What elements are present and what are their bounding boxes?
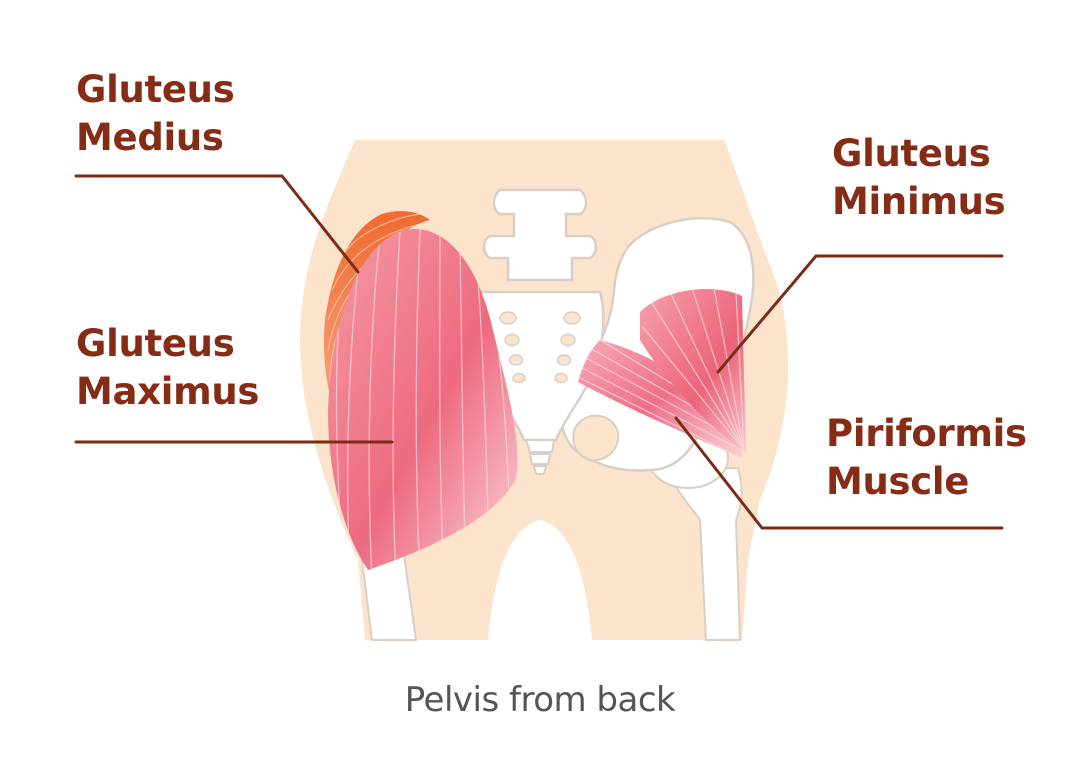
label-gluteus-medius-line1: Gluteus	[76, 68, 235, 111]
label-gluteus-maximus-line1: Gluteus	[76, 322, 235, 365]
coccyx	[524, 439, 556, 475]
label-piriformis-line2: Muscle	[826, 460, 970, 503]
label-gluteus-maximus: Gluteus Maximus	[76, 320, 259, 416]
right-femur	[666, 466, 743, 641]
label-gluteus-maximus-line2: Maximus	[76, 370, 260, 413]
label-gluteus-medius-line2: Medius	[76, 116, 224, 159]
obturator-foramen	[572, 414, 620, 462]
label-gluteus-medius: Gluteus Medius	[76, 66, 235, 162]
label-piriformis-muscle: Piriformis Muscle	[826, 410, 1027, 506]
leader-line-piriformis	[674, 416, 1004, 530]
sacral-foramina	[499, 311, 581, 384]
leader-line-gluteus-medius	[74, 174, 360, 274]
gluteus-minimus-muscle	[640, 289, 746, 452]
label-gluteus-minimus: Gluteus Minimus	[832, 130, 1006, 226]
label-gluteus-minimus-line1: Gluteus	[832, 132, 991, 175]
label-piriformis-line1: Piriformis	[826, 412, 1027, 455]
label-gluteus-minimus-line2: Minimus	[832, 180, 1006, 223]
lumbar-vertebra	[482, 188, 598, 282]
leader-line-gluteus-minimus	[716, 254, 1004, 374]
diagram-caption: Pelvis from back	[404, 680, 676, 720]
